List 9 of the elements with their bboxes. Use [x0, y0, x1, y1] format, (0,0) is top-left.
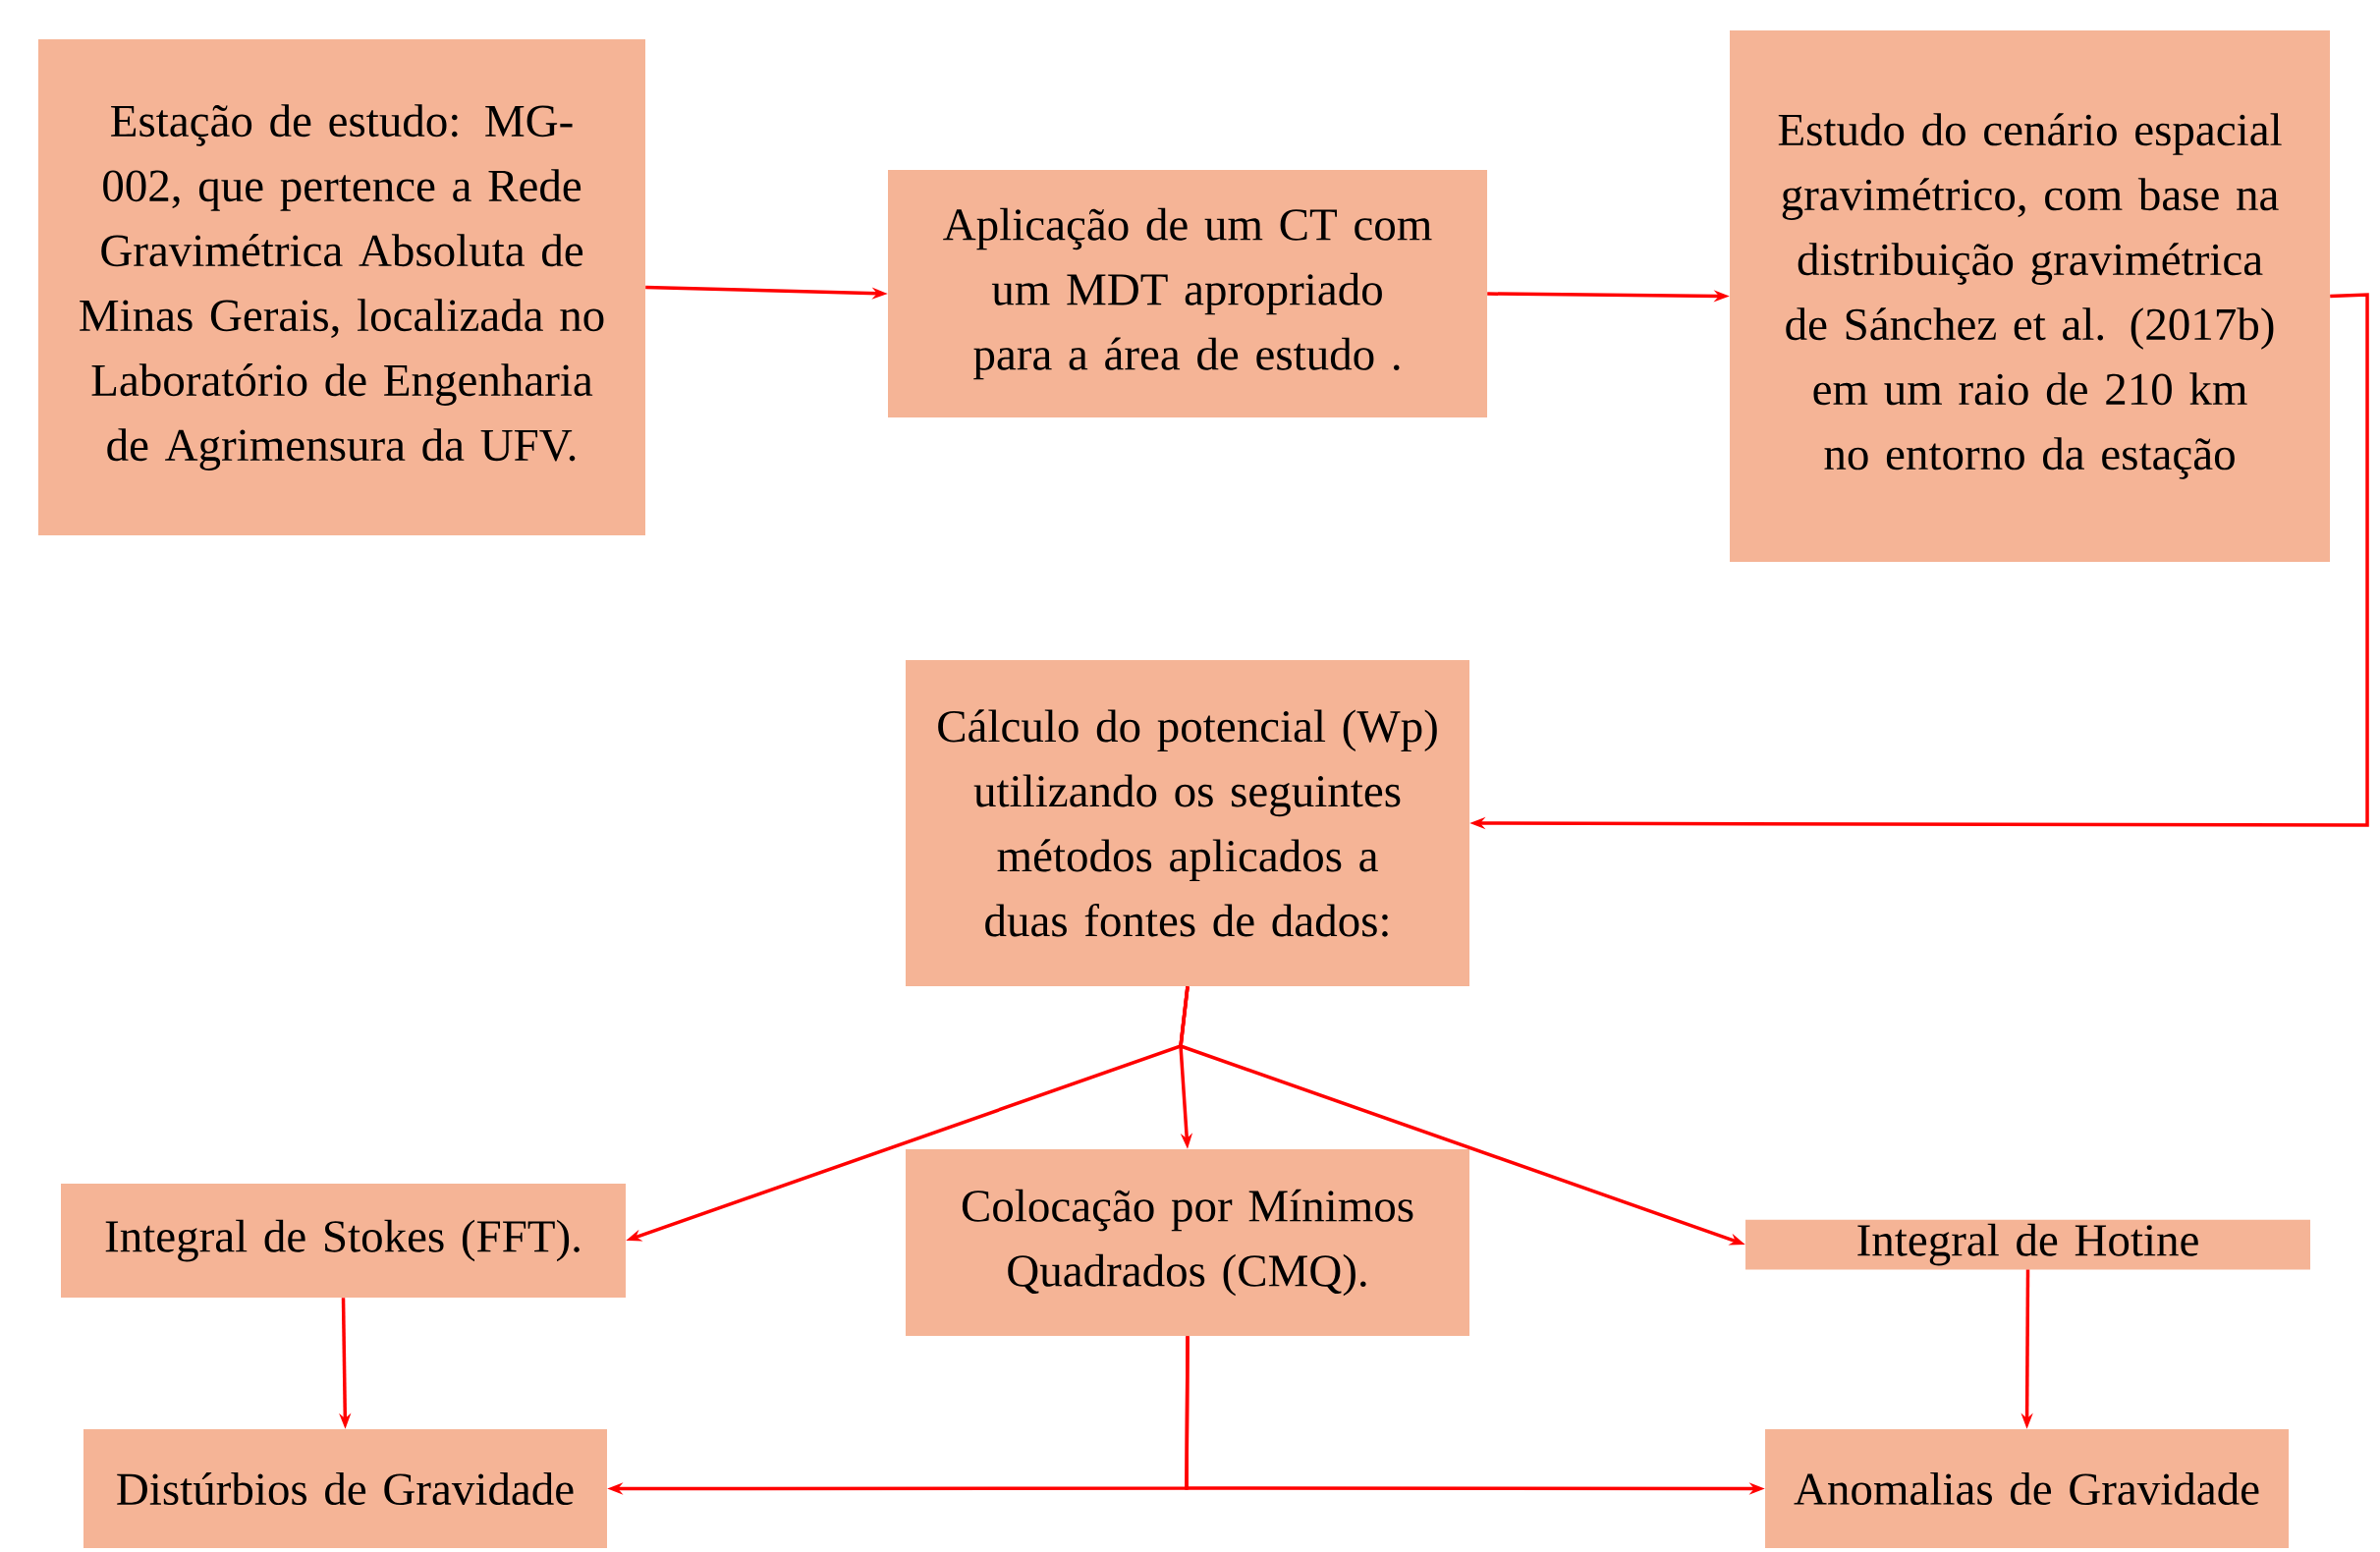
process-box: Cálculo do potencial (Wp) utilizando os seguintes métodos aplicados a duas fontes de dados:: [906, 660, 1469, 986]
process-box: Distúrbios de Gravidade: [83, 1429, 607, 1548]
process-box: Anomalias de Gravidade: [1765, 1429, 2290, 1548]
process-box: Aplicação de um CT com um MDT apropriado para a área de estudo .: [888, 170, 1487, 417]
process-box: Estação de estudo: MG-002, que pertence a Rede Gravimétrica Absoluta de Minas Gerais, localizada no Laboratório de Engenharia de Agrimensura da UFV.: [38, 39, 645, 535]
process-box: Estudo do cenário espacial gravimétrico, com base na distribuição gravimétrica de Sánchez et al. (2017b) em um raio de 210 km no entorno da estação: [1730, 30, 2331, 562]
process-box: Colocação por Mínimos Quadrados (CMQ).: [906, 1149, 1469, 1336]
process-box: Integral de Stokes (FFT).: [61, 1184, 626, 1298]
process-box: Integral de Hotine: [1745, 1219, 2311, 1270]
